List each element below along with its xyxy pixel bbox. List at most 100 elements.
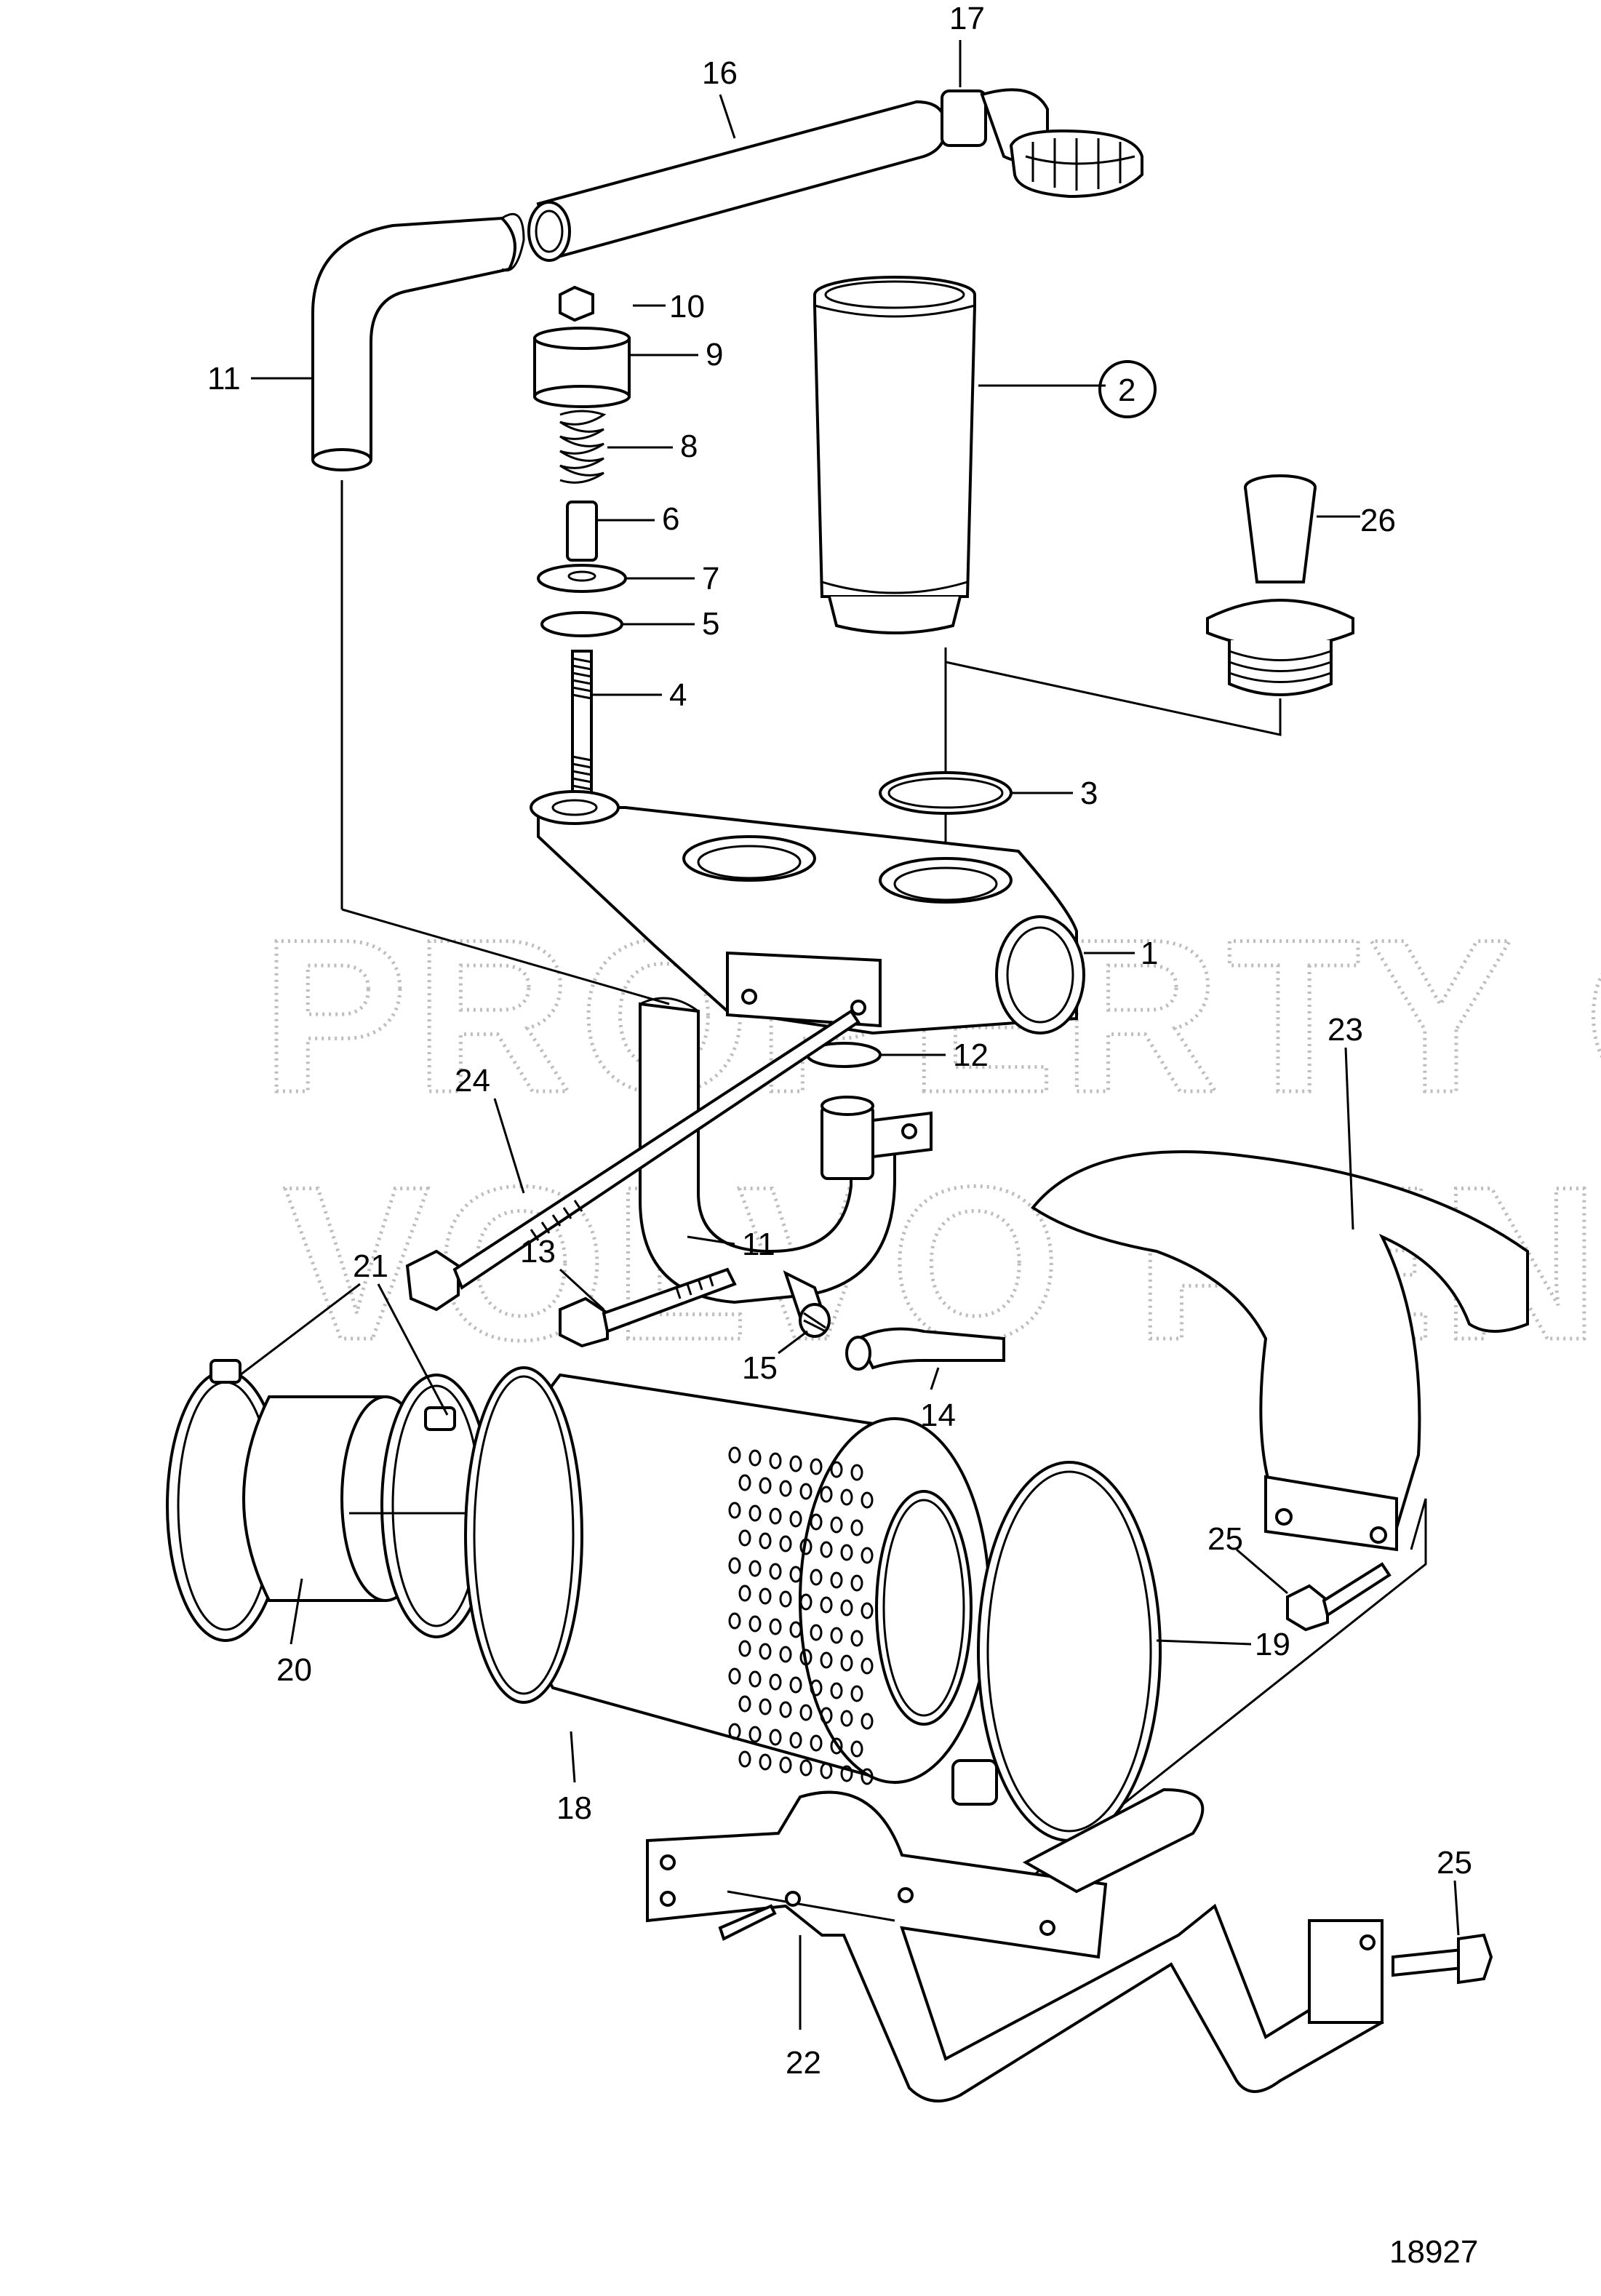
bolt-part-25-lower bbox=[1392, 1933, 1493, 1985]
stud-part-4 bbox=[571, 650, 593, 805]
perforation-hole bbox=[830, 1571, 843, 1589]
perforation-hole bbox=[728, 1446, 741, 1464]
callout-13: 13 bbox=[520, 1234, 556, 1269]
callout-22: 22 bbox=[786, 2045, 821, 2081]
perforation-hole bbox=[840, 1599, 853, 1617]
perforation-hole bbox=[820, 1651, 833, 1669]
callout-20: 20 bbox=[276, 1652, 312, 1688]
callout-19: 19 bbox=[1255, 1627, 1290, 1662]
perforation-hole bbox=[748, 1560, 762, 1577]
perforation-hole bbox=[738, 1640, 751, 1657]
callout-1: 1 bbox=[1141, 936, 1158, 971]
callout-7: 7 bbox=[702, 561, 719, 597]
perforation-hole bbox=[799, 1649, 813, 1666]
filter-element-part-2 bbox=[813, 276, 1282, 880]
perforation-hole bbox=[820, 1707, 833, 1724]
weight-part-9 bbox=[533, 327, 631, 408]
clamp-part-21-right bbox=[380, 1374, 492, 1638]
callout-17: 17 bbox=[949, 1, 985, 36]
perforation-hole bbox=[830, 1627, 843, 1644]
callout-24: 24 bbox=[455, 1063, 490, 1099]
perforation-hole bbox=[769, 1673, 782, 1691]
perforation-hole bbox=[810, 1458, 823, 1475]
seal-part-5 bbox=[540, 611, 623, 637]
callout-2-circled: 2 bbox=[1098, 360, 1157, 418]
svg-text:2: 2 bbox=[1118, 372, 1135, 408]
spring-part-8 bbox=[559, 410, 607, 484]
bracket-part-22 bbox=[646, 1787, 1384, 2102]
perforation-hole bbox=[769, 1618, 782, 1635]
perforation-hole bbox=[759, 1532, 772, 1550]
perforation-hole bbox=[820, 1596, 833, 1614]
perforation-hole bbox=[779, 1756, 792, 1774]
perforation-hole bbox=[799, 1538, 813, 1555]
perforation-hole bbox=[830, 1737, 843, 1755]
bolt-part-24 bbox=[405, 1009, 861, 1312]
perforation-hole bbox=[769, 1563, 782, 1580]
perforation-hole bbox=[779, 1701, 792, 1718]
callout-10: 10 bbox=[669, 289, 705, 324]
callout-9: 9 bbox=[706, 337, 723, 372]
callout-3: 3 bbox=[1080, 776, 1098, 811]
perforation-hole bbox=[748, 1615, 762, 1633]
perforation-hole bbox=[738, 1529, 751, 1547]
perforation-hole bbox=[799, 1704, 813, 1721]
perforation-hole bbox=[789, 1455, 802, 1472]
perforation-hole bbox=[748, 1504, 762, 1522]
perforation-hole bbox=[861, 1713, 874, 1730]
housing-part-1 bbox=[530, 790, 1085, 1035]
clamp-part-15 bbox=[799, 1303, 831, 1338]
perforation-hole bbox=[759, 1643, 772, 1660]
air-filter-perforations bbox=[728, 1446, 874, 1785]
perforation-hole bbox=[728, 1612, 741, 1630]
callout-5: 5 bbox=[702, 606, 719, 642]
small-hose-part-14 bbox=[845, 1327, 1005, 1371]
perforation-hole bbox=[840, 1710, 853, 1727]
perforation-hole bbox=[861, 1491, 874, 1509]
perforation-hole bbox=[779, 1590, 792, 1608]
perforation-hole bbox=[840, 1654, 853, 1672]
perforation-hole bbox=[789, 1621, 802, 1638]
perforation-hole bbox=[779, 1480, 792, 1497]
perforation-hole bbox=[810, 1568, 823, 1586]
perforation-hole bbox=[748, 1670, 762, 1688]
callout-26: 26 bbox=[1360, 503, 1396, 538]
perforation-hole bbox=[830, 1461, 843, 1478]
perforation-hole bbox=[789, 1676, 802, 1694]
perforation-hole bbox=[728, 1723, 741, 1740]
perforation-hole bbox=[820, 1541, 833, 1558]
perforation-hole bbox=[738, 1585, 751, 1602]
perforation-hole bbox=[850, 1574, 863, 1592]
callout-4: 4 bbox=[669, 677, 687, 713]
callout-21: 21 bbox=[353, 1248, 388, 1284]
perforation-hole bbox=[810, 1513, 823, 1531]
hose-part-11-lower bbox=[639, 997, 933, 1319]
perforation-hole bbox=[789, 1731, 802, 1749]
callout-25-upper: 25 bbox=[1207, 1521, 1243, 1557]
perforation-hole bbox=[759, 1753, 772, 1771]
callout-23: 23 bbox=[1327, 1012, 1363, 1048]
perforation-hole bbox=[759, 1698, 772, 1715]
band-clamp-part-19 bbox=[951, 1461, 1162, 1842]
bolt-part-13 bbox=[559, 1267, 737, 1348]
fitting-part-26 bbox=[1206, 474, 1354, 696]
perforation-hole bbox=[769, 1729, 782, 1746]
callout-8: 8 bbox=[680, 428, 698, 464]
perforation-hole bbox=[799, 1483, 813, 1500]
callout-14: 14 bbox=[920, 1398, 956, 1433]
perforation-hole bbox=[738, 1695, 751, 1713]
perforation-hole bbox=[850, 1685, 863, 1702]
callout-18: 18 bbox=[556, 1790, 592, 1826]
perforation-hole bbox=[861, 1768, 874, 1785]
perforation-hole bbox=[738, 1750, 751, 1768]
air-filter-part-18 bbox=[464, 1366, 991, 1785]
perforation-hole bbox=[810, 1679, 823, 1697]
sleeve-part-6 bbox=[566, 501, 598, 562]
callout-12: 12 bbox=[953, 1037, 989, 1073]
perforation-hole bbox=[759, 1587, 772, 1605]
leader-lines bbox=[239, 40, 1460, 2030]
perforation-hole bbox=[799, 1759, 813, 1777]
washer-part-7 bbox=[537, 564, 627, 593]
callout-11-upper: 11 bbox=[207, 361, 241, 396]
perforation-hole bbox=[820, 1486, 833, 1503]
